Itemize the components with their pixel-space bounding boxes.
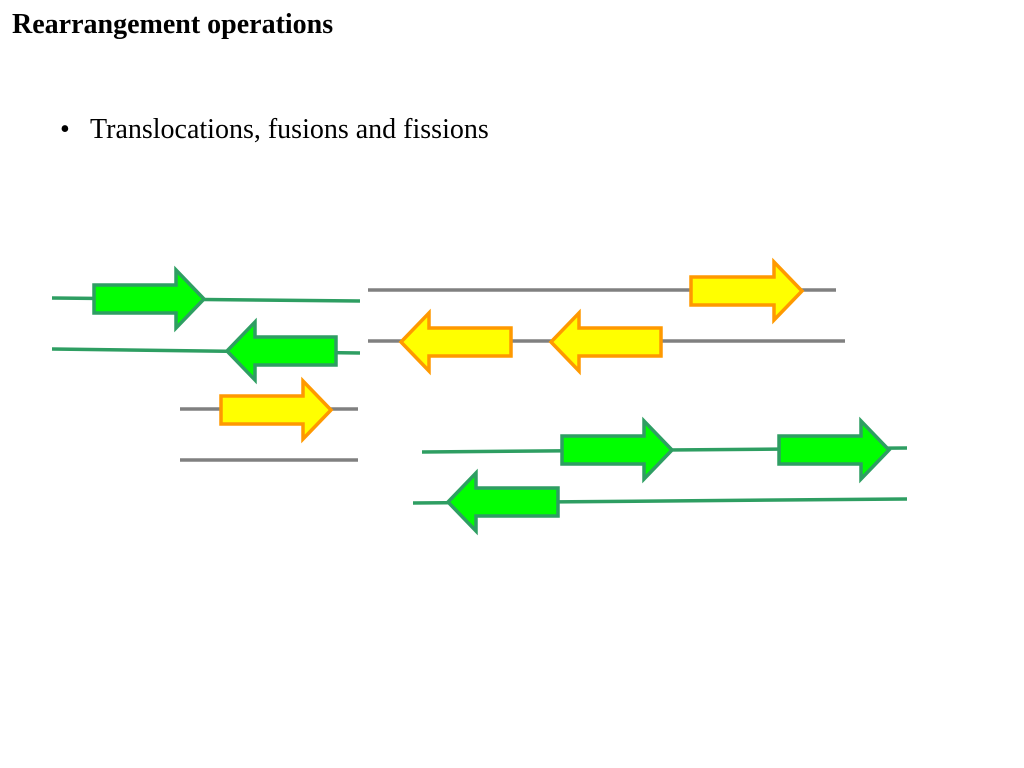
- slide-title: Rearrangement operations: [12, 9, 334, 40]
- bullet-item: • Translocations, fusions and fissions: [60, 112, 489, 148]
- bullet-text: Translocations, fusions and fissions: [90, 114, 489, 145]
- green-gene-3-right-arrow-icon: [560, 416, 675, 484]
- yellow-gene-2-right-arrow-icon: [689, 257, 805, 325]
- green-gene-2-left-arrow-icon: [224, 317, 338, 385]
- yellow-gene-3-left-arrow-icon: [398, 308, 513, 376]
- yellow-gene-4-left-arrow-icon: [548, 308, 663, 376]
- green-gene-1-right-arrow-icon: [92, 265, 207, 333]
- bullet-list: • Translocations, fusions and fissions: [60, 112, 489, 148]
- yellow-gene-1-right-arrow-icon: [219, 376, 334, 444]
- green-gene-4-right-arrow-icon: [777, 416, 892, 484]
- green-gene-5-left-arrow-icon: [445, 468, 560, 536]
- bullet-marker: •: [60, 114, 70, 145]
